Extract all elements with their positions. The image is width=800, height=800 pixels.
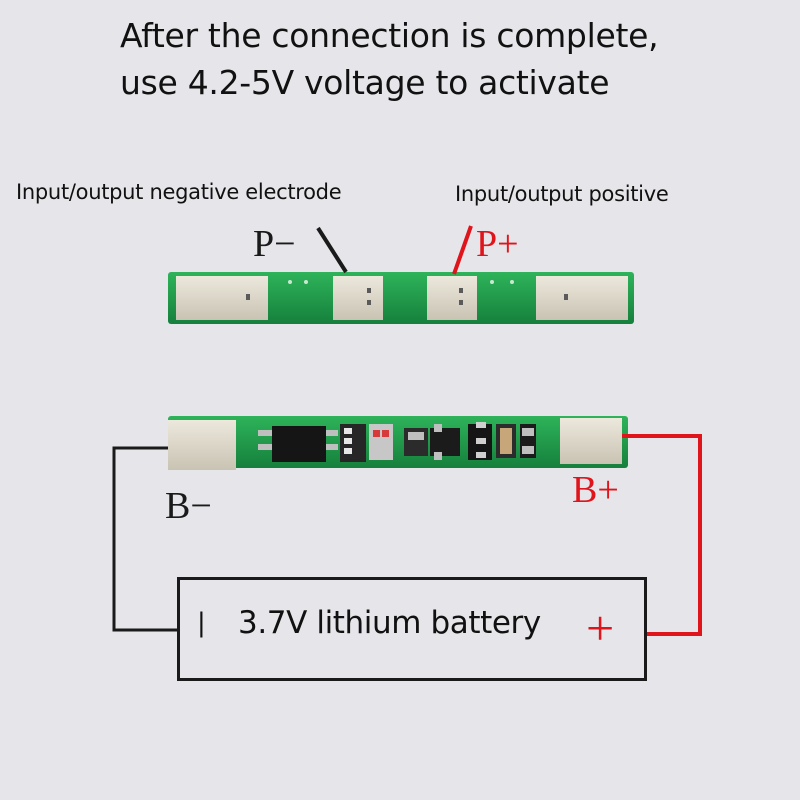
pin-label-p-plus: P+ (476, 223, 519, 265)
pin-label-b-plus: B+ (572, 469, 619, 511)
instruction-title: After the connection is complete, use 4.… (120, 12, 659, 106)
label-positive: Input/output positive (455, 182, 669, 206)
wire-negative (112, 446, 177, 632)
pad-top-pminus (333, 276, 383, 320)
label-negative-electrode: Input/output negative electrode (16, 180, 342, 204)
pin-label-p-minus: P− (253, 223, 296, 265)
leader-line-pminus (316, 226, 348, 274)
pin-label-b-minus: B− (165, 485, 212, 527)
pad-top-pplus (427, 276, 477, 320)
pad-top-1 (176, 276, 268, 320)
pcb-bottom (168, 416, 628, 470)
battery-positive-symbol: + (586, 600, 615, 656)
battery-box (177, 577, 647, 681)
wire-positive (622, 434, 702, 636)
pcb-top (168, 272, 634, 324)
battery-negative-symbol: | (197, 608, 206, 638)
pad-b-minus (168, 420, 236, 470)
pad-b-plus (560, 418, 622, 464)
title-line-1: After the connection is complete, (120, 16, 659, 55)
title-line-2: use 4.2-5V voltage to activate (120, 63, 610, 102)
chip-1 (272, 426, 326, 462)
leader-line-pplus (452, 225, 473, 275)
battery-label: 3.7V lithium battery (238, 605, 541, 641)
pad-top-4 (536, 276, 628, 320)
